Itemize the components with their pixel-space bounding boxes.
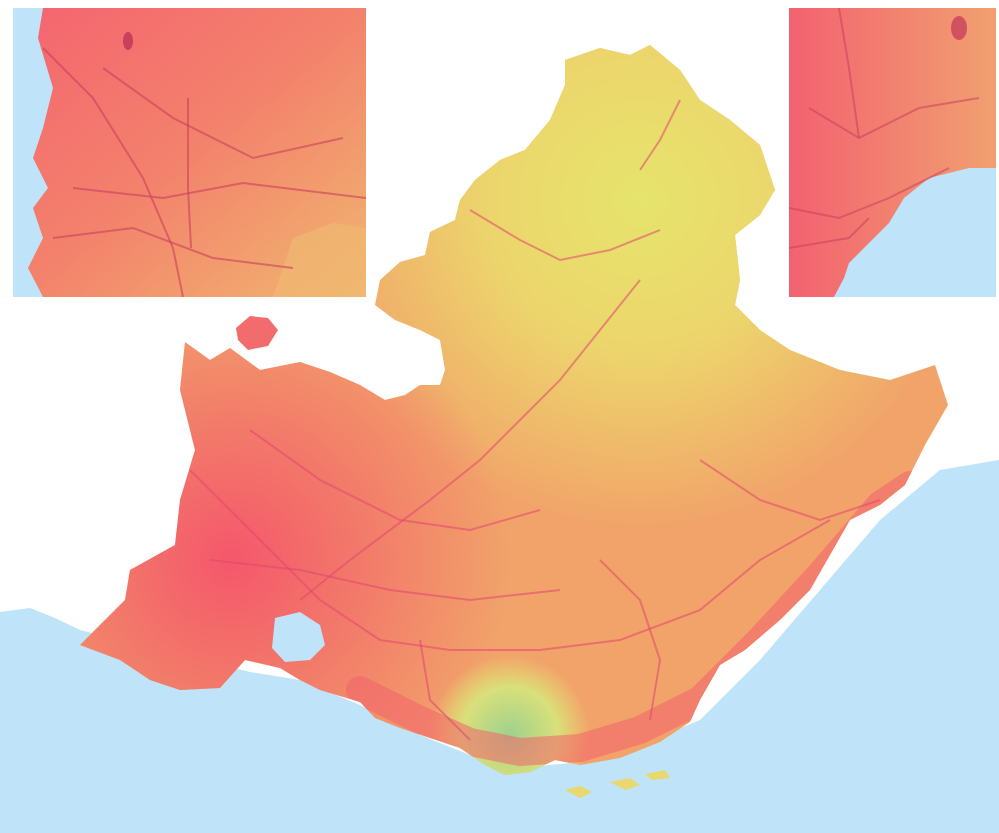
nice-detail — [789, 8, 996, 297]
etang-de-berre — [272, 612, 325, 662]
marseille-inset-map — [13, 8, 366, 297]
road-network — [189, 99, 881, 741]
island-north — [236, 316, 278, 350]
nice-inset-map — [789, 8, 996, 297]
islands-south — [565, 770, 670, 798]
marseille-detail — [13, 8, 366, 297]
inset-sea — [13, 8, 53, 297]
sea — [0, 460, 999, 833]
inset-sea — [834, 168, 996, 297]
